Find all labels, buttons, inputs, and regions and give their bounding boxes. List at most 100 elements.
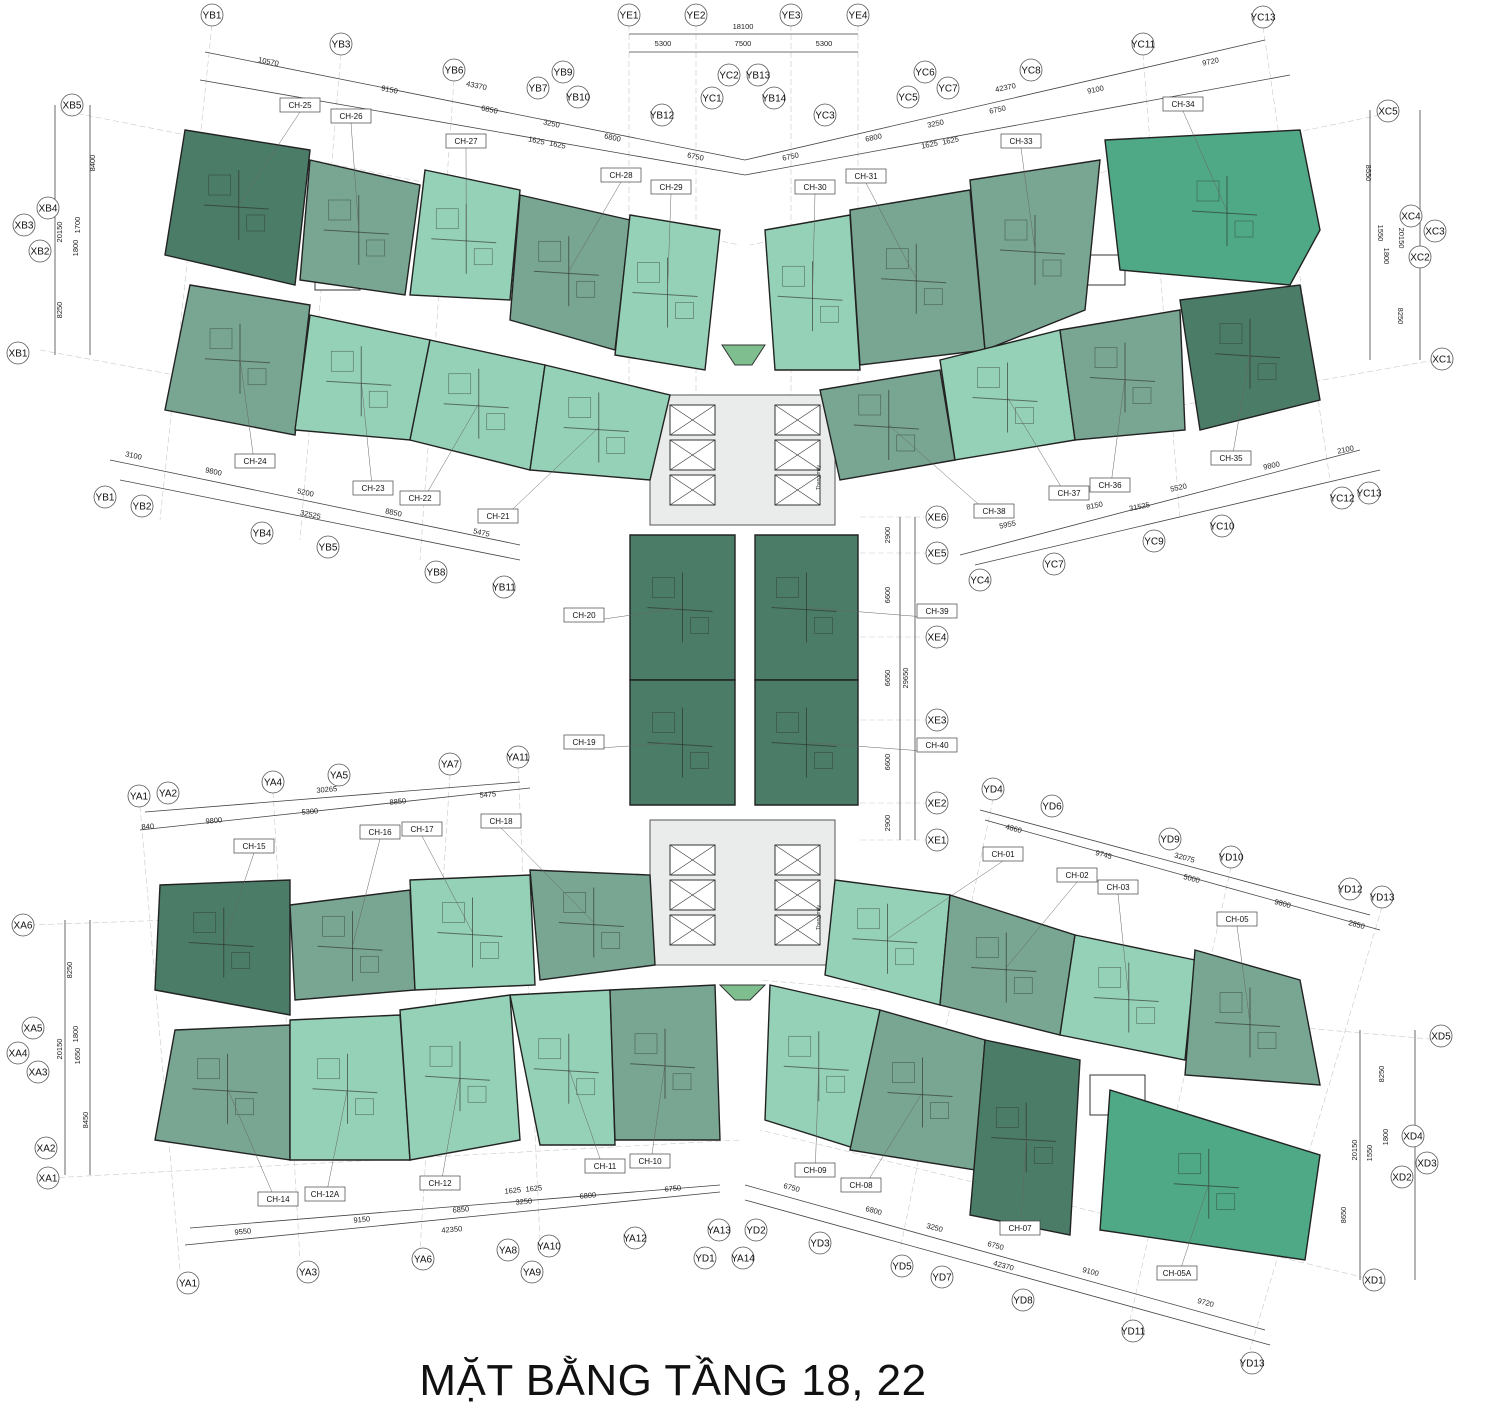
grid-bubble-xb1: XB1 — [6, 341, 30, 365]
grid-bubble-label: YB7 — [529, 84, 548, 95]
dimension-value: 6750 — [664, 1183, 681, 1193]
grid-bubble-ya10: YA10 — [537, 1234, 561, 1258]
dimension-value: 3100 — [124, 449, 142, 461]
grid-bubble-yc7: YC7 — [936, 76, 960, 100]
unit-footprint — [1059, 309, 1186, 441]
grid-line — [419, 79, 455, 561]
grid-bubble-circle — [930, 1265, 954, 1289]
dimension-line — [744, 74, 1291, 176]
grid-bubble-circle — [424, 560, 448, 584]
grid-bubble-circle — [60, 93, 84, 117]
unit-label: CH-23 — [361, 484, 385, 493]
dimension-value: 9800 — [204, 465, 222, 477]
grid-bubble-label: YA2 — [159, 789, 178, 800]
grid-bubble-ya12: YA12 — [623, 1226, 647, 1250]
grid-bubble-label: XE1 — [928, 836, 947, 847]
furniture-icon — [1234, 220, 1254, 238]
grid-bubble-ye3: YE3 — [779, 3, 803, 27]
unit-tag-box — [480, 813, 522, 829]
grid-bubble-circle — [1408, 245, 1432, 269]
grid-bubble-circle — [913, 60, 937, 84]
partition-wall — [999, 249, 1066, 255]
apartment-unit-ch-11: CH-11 — [509, 989, 626, 1174]
grid-bubble-xd2: XD2 — [1390, 1165, 1414, 1189]
grid-bubble-label: YA12 — [623, 1234, 647, 1245]
grid-bubble-label: YB12 — [650, 111, 675, 122]
apartment-unit-ch-19: CH-19 — [563, 679, 736, 806]
grid-bubble-ya7: YA7 — [438, 752, 462, 776]
grid-bubble-circle — [731, 1246, 755, 1270]
unit-label: CH-38 — [982, 507, 1006, 516]
grid-bubble-circle — [896, 85, 920, 109]
furniture-icon — [368, 390, 388, 408]
grid-bubble-yc3: YC3 — [813, 103, 837, 127]
furniture-icon — [895, 948, 914, 966]
grid-bubble-ya8: YA8 — [496, 1238, 520, 1262]
grid-line — [159, 24, 213, 521]
grid-bubble-circle — [1251, 5, 1275, 29]
unit-footprint — [299, 159, 421, 296]
grid-bubble-yd13: YD13 — [1369, 885, 1395, 909]
grid-bubble-circle — [506, 745, 530, 769]
grid-bubble-yb5: YB5 — [316, 535, 340, 559]
grid-bubble-label: YA7 — [441, 760, 460, 771]
dimension-lines — [54, 33, 1421, 1346]
dimension-value: 5475 — [472, 526, 490, 538]
grid-bubble-xe1: XE1 — [925, 828, 949, 852]
partition-wall — [204, 358, 271, 364]
grid-bubble-label: XA3 — [29, 1068, 48, 1079]
grid-bubble-yc8: YC8 — [1019, 58, 1043, 82]
grid-bubble-label: XC4 — [1401, 212, 1421, 223]
grid-bubble-circle — [1357, 481, 1381, 505]
grid-bubble-circle — [496, 1238, 520, 1262]
unit-leader-line — [439, 1076, 461, 1191]
unit-footprint — [154, 1024, 291, 1161]
unit-footprint — [1099, 1089, 1321, 1261]
unit-tag-box — [916, 603, 958, 619]
grid-bubble-yc12: YC12 — [1329, 486, 1355, 510]
grid-bubble-circle — [411, 1247, 435, 1271]
apartment-unit-ch-24: CH-24 — [164, 284, 311, 469]
grid-bubble-xb5: XB5 — [60, 93, 84, 117]
apartment-unit-ch-27: CH-27 — [409, 133, 521, 301]
grid-bubble-circle — [261, 770, 285, 794]
grid-bubble-xd4: XD4 — [1401, 1124, 1425, 1148]
bed-icon — [892, 1062, 915, 1083]
bed-icon — [448, 373, 472, 395]
grid-bubble-circle — [12, 213, 36, 237]
furniture-icon — [486, 413, 506, 431]
furniture-icon — [675, 302, 694, 319]
grid-bubble-label: YD4 — [983, 785, 1003, 796]
partition-wall — [437, 932, 503, 937]
dimension-value: 9745 — [1094, 848, 1112, 861]
unit-tag-box — [916, 737, 958, 753]
dimension-value: 1625 — [941, 134, 959, 146]
elevator-cross — [774, 914, 821, 946]
dimension-value: 5955 — [998, 518, 1016, 530]
dimension-value: 8850 — [384, 506, 402, 518]
grid-bubble-yb9: YB9 — [551, 60, 575, 84]
dimension-value: 20150 — [1350, 1140, 1359, 1161]
partition-wall — [783, 1065, 849, 1071]
dimension-value: 5300 — [301, 806, 318, 816]
furniture-icon — [473, 248, 493, 266]
grid-bubble-yc2: YC2 — [717, 63, 741, 87]
dimension-value: 6800 — [579, 1190, 596, 1200]
grid-bubble-label: XA1 — [39, 1174, 58, 1185]
dimension-value: 3250 — [515, 1196, 532, 1206]
partition-wall — [203, 204, 269, 210]
dimension-value: 6750 — [988, 103, 1006, 115]
grid-bubble-circle — [327, 763, 351, 787]
unit-label: CH-11 — [594, 1162, 617, 1171]
grid-bubble-xe3: XE3 — [925, 708, 949, 732]
dimension-line — [204, 51, 746, 161]
grid-bubble-yd11: YD11 — [1121, 1319, 1146, 1343]
apartment-unit-ch-23: CH-23 — [294, 314, 431, 496]
grid-bubble-circle — [1390, 1165, 1414, 1189]
furniture-icon — [1042, 259, 1062, 277]
grid-bubble-yd10: YD10 — [1218, 845, 1244, 869]
unit-label: CH-39 — [925, 607, 949, 616]
partition-wall — [853, 424, 919, 430]
grid-bubble-yc7: YC7 — [1042, 552, 1066, 576]
